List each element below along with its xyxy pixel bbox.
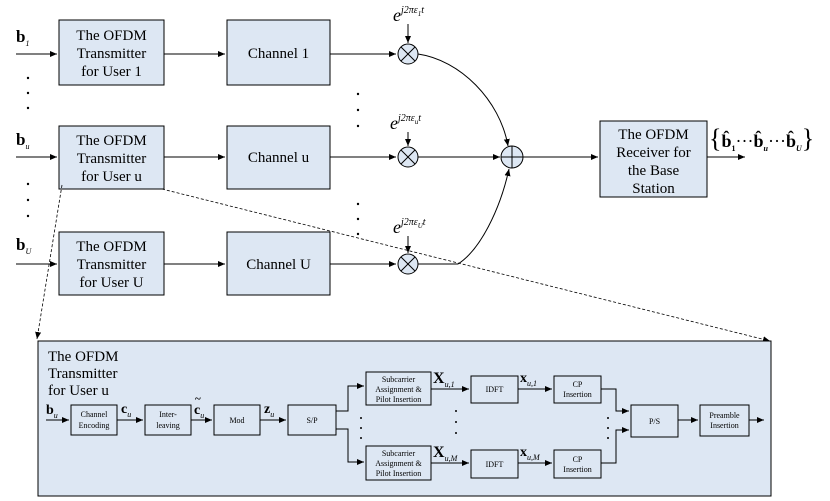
svg-text:S/P: S/P (306, 416, 318, 425)
svg-text:Assignment &: Assignment & (375, 385, 422, 394)
receiver-block: The OFDM Receiver for the Base Station (599, 120, 708, 198)
signal-xuM-label: xu,M (520, 445, 541, 462)
sp-block: S/P (287, 404, 337, 436)
svg-text:Transmitter: Transmitter (77, 46, 146, 62)
svg-text:Insertion: Insertion (710, 421, 738, 430)
svg-text:IDFT: IDFT (486, 460, 504, 469)
cp1-to-ps-line (601, 388, 629, 414)
svg-text:Subcarrier: Subcarrier (382, 375, 416, 384)
detail-title: The OFDM Transmitter for User u (48, 349, 118, 399)
cpM-to-ps-line (601, 427, 629, 464)
channel-block-1: Channel 1 (226, 19, 331, 86)
svg-text:CP: CP (573, 380, 583, 389)
svg-text:the Base: the Base (628, 163, 680, 179)
svg-text:P/S: P/S (649, 417, 660, 426)
mid-ellipsis-bottom (356, 202, 360, 236)
svg-text:for User 1: for User 1 (81, 64, 142, 80)
svg-text:Insertion: Insertion (563, 465, 591, 474)
mixer-u (397, 146, 419, 168)
signal-Xu1-label: Xu,1 (433, 370, 455, 389)
svg-text:Receiver for: Receiver for (616, 145, 691, 161)
subcarrier-block-M: Subcarrier Assignment & Pilot Insertion (365, 445, 432, 481)
zoom-dashed-line-right (161, 188, 771, 343)
svg-text:Channel: Channel (81, 410, 108, 419)
svg-text:Pilot Insertion: Pilot Insertion (376, 469, 422, 478)
phase-label-u: ej2πεut (390, 113, 421, 133)
tx-block-user-1: The OFDM Transmitter for User 1 (58, 19, 165, 86)
detail-bu-label: bu (46, 403, 58, 420)
tx-block-user-u: The OFDM Transmitter for User u (58, 125, 165, 190)
signal-ctilde-label: cu (194, 403, 204, 420)
signal-zu-label: zu (264, 402, 274, 419)
channel-block-u: Channel u (226, 125, 331, 190)
mid-ellipsis-top (356, 92, 360, 128)
svg-text:Station: Station (632, 181, 675, 197)
svg-text:for User u: for User u (81, 169, 142, 185)
svg-text:Transmitter: Transmitter (48, 366, 117, 382)
output-label: {b̂1···b̂u···b̂U} (709, 124, 814, 153)
zoom-dashed-line-left (35, 184, 63, 340)
svg-text:Pilot Insertion: Pilot Insertion (376, 395, 422, 404)
sp-to-subcarrier1-line (336, 383, 364, 412)
svg-text:Transmitter: Transmitter (77, 151, 146, 167)
cp-ellipsis (607, 417, 609, 439)
input-bu-label: bu (16, 130, 29, 151)
phase-label-U: ej2πεUt (393, 217, 426, 237)
mixer-1 (397, 43, 419, 65)
input-b1-label: b1 (16, 27, 29, 48)
mixer-U (397, 253, 419, 275)
svg-text:The OFDM: The OFDM (618, 127, 688, 143)
adder (500, 145, 524, 169)
left-ellipsis-top (26, 76, 30, 110)
preamble-block: Preamble Insertion (699, 404, 750, 437)
signal-ctilde-mark: ~ (195, 393, 201, 405)
svg-text:The OFDM: The OFDM (76, 28, 146, 44)
svg-text:CP: CP (573, 455, 583, 464)
svg-text:for User u: for User u (48, 383, 109, 399)
svg-text:IDFT: IDFT (486, 385, 504, 394)
svg-text:Insertion: Insertion (563, 390, 591, 399)
svg-text:for User U: for User U (79, 275, 143, 291)
left-ellipsis-bottom (26, 182, 30, 218)
idft-block-1: IDFT (470, 375, 519, 404)
mixerU-to-adder-line (418, 168, 511, 265)
mixer1-to-adder-line (417, 53, 510, 147)
interleaving-block: Inter- leaving (144, 404, 192, 436)
svg-text:Channel u: Channel u (248, 150, 310, 166)
svg-text:The OFDM: The OFDM (48, 349, 118, 365)
svg-text:Assignment &: Assignment & (375, 459, 422, 468)
signal-cu-label: cu (121, 402, 131, 419)
cp-block-M: CP Insertion (553, 449, 602, 479)
sp-branch-ellipsis (360, 417, 362, 439)
svg-text:Subcarrier: Subcarrier (382, 449, 416, 458)
sp-to-subcarrierM-line (336, 428, 364, 465)
svg-text:Channel U: Channel U (246, 257, 311, 273)
svg-text:Preamble: Preamble (709, 411, 740, 420)
phase-label-1: ej2πε1t (393, 5, 424, 25)
mod-block: Mod (213, 404, 261, 436)
idft-ellipsis (455, 410, 457, 434)
ps-block: P/S (630, 404, 679, 438)
tx-block-user-U: The OFDM Transmitter for User U (58, 231, 165, 296)
signal-XuM-label: Xu,M (433, 444, 459, 463)
idft-block-M: IDFT (470, 449, 519, 479)
input-bU-label: bU (16, 235, 32, 256)
svg-text:leaving: leaving (156, 421, 180, 430)
channel-block-U: Channel U (226, 231, 331, 296)
svg-text:Channel 1: Channel 1 (248, 46, 309, 62)
svg-text:The OFDM: The OFDM (76, 239, 146, 255)
cp-block-1: CP Insertion (553, 375, 602, 404)
svg-text:Encoding: Encoding (79, 421, 110, 430)
svg-text:Transmitter: Transmitter (77, 257, 146, 273)
signal-xu1-label: xu,1 (520, 371, 537, 388)
svg-text:Inter-: Inter- (159, 410, 177, 419)
subcarrier-block-1: Subcarrier Assignment & Pilot Insertion (365, 371, 432, 406)
svg-text:Mod: Mod (229, 416, 244, 425)
channel-encoding-block: Channel Encoding (70, 404, 118, 436)
svg-text:The OFDM: The OFDM (76, 133, 146, 149)
